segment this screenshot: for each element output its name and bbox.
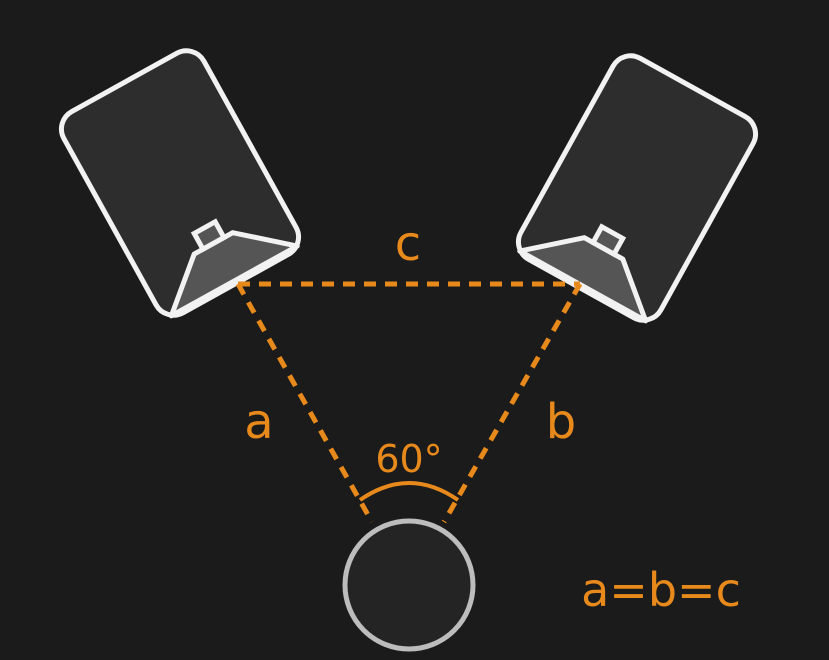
- triangle-sides: [235, 281, 583, 524]
- listener-head-icon: [342, 518, 476, 652]
- equation-label: a=b=c: [581, 563, 741, 617]
- angle-label: 60°: [375, 437, 442, 481]
- right-speaker-icon: [515, 53, 759, 324]
- angle-arc: [358, 481, 460, 502]
- side-c-label: c: [395, 216, 421, 272]
- left-speaker-driver: [190, 218, 228, 253]
- side-b-label: b: [546, 394, 576, 450]
- side-a-label: a: [244, 394, 273, 450]
- side-b-line: [441, 282, 583, 524]
- right-speaker-driver: [589, 223, 627, 258]
- side-a-line: [235, 282, 375, 524]
- left-speaker-icon: [58, 48, 302, 319]
